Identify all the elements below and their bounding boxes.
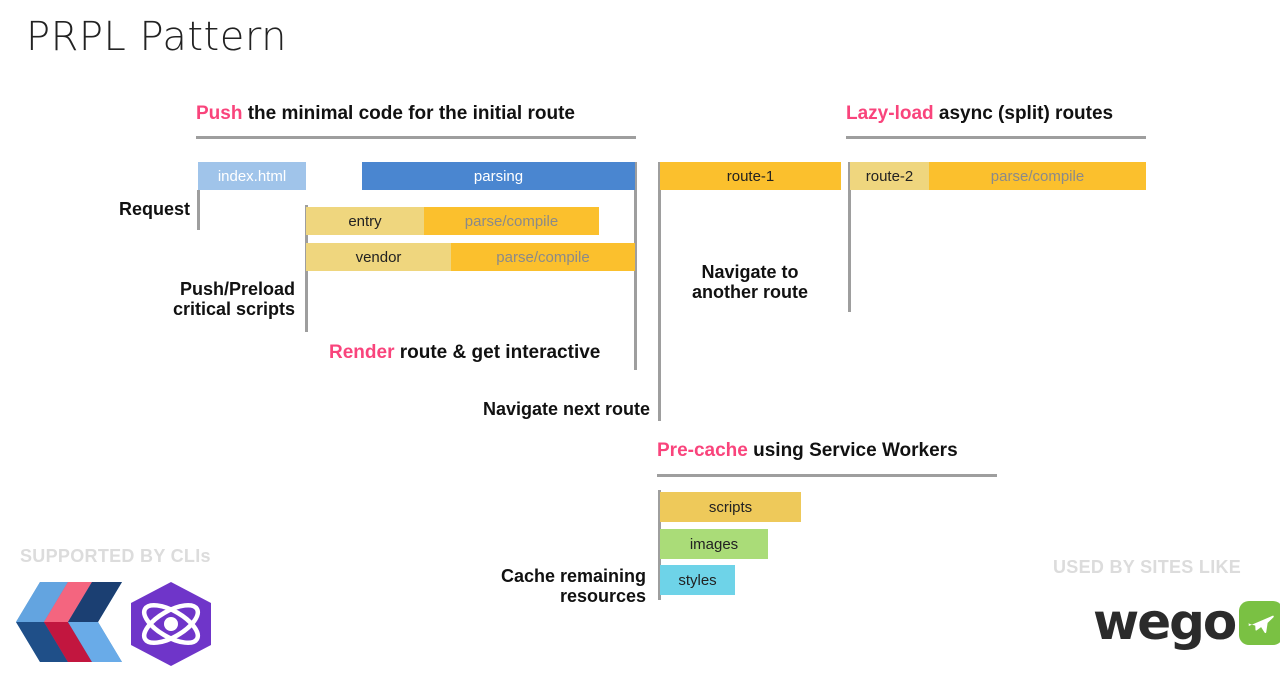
heading-push-keyword: Push xyxy=(196,103,243,124)
bar-vendor: vendor parse/compile xyxy=(306,243,635,271)
wego-logo: wego xyxy=(1093,593,1280,651)
label-navigate-next-route: Navigate next route xyxy=(482,399,650,419)
bar-segment-entry: entry xyxy=(306,207,424,235)
guide-line-navigate-next xyxy=(658,162,661,421)
guide-line-render xyxy=(634,162,637,370)
heading-push-rule xyxy=(196,136,636,139)
footer-caption-used-by-sites-like: USED BY SITES LIKE xyxy=(1053,557,1242,577)
heading-render: Render route & get interactive xyxy=(329,343,600,362)
bar-segment-route-2: route-2 xyxy=(850,162,929,190)
heading-pre-cache: Pre-cache using Service Workers xyxy=(657,441,958,460)
bar-segment-vendor-parse-compile: parse/compile xyxy=(451,243,635,271)
heading-precache-rule xyxy=(657,474,997,477)
guide-line-cache-remaining xyxy=(658,490,661,600)
bar-segment-index-html: index.html xyxy=(198,162,306,190)
heading-lazy-keyword: Lazy-load xyxy=(846,103,934,124)
bar-index-html: index.html xyxy=(198,162,306,190)
heading-lazy-rest: async (split) routes xyxy=(933,103,1114,124)
heading-lazy-load: Lazy-load async (split) routes xyxy=(846,104,1113,123)
bar-segment-styles: styles xyxy=(660,565,735,595)
heading-precache-keyword: Pre-cache xyxy=(657,440,748,461)
heading-render-rest: route & get interactive xyxy=(394,342,601,363)
wego-plane-badge-icon xyxy=(1239,600,1280,645)
bar-images: images xyxy=(660,529,768,559)
heading-push-rest: the minimal code for the initial route xyxy=(242,103,575,124)
heading-render-keyword: Render xyxy=(329,342,395,363)
bar-segment-scripts: scripts xyxy=(660,492,801,522)
bar-segment-route-1: route-1 xyxy=(660,162,841,190)
bar-styles: styles xyxy=(660,565,735,595)
bar-scripts: scripts xyxy=(660,492,801,522)
footer-caption-supported-by-clis: SUPPORTED BY CLIs xyxy=(20,546,211,566)
bar-segment-route-2-parse-compile: parse/compile xyxy=(929,162,1146,190)
bar-segment-entry-parse-compile: parse/compile xyxy=(424,207,599,235)
bar-segment-vendor: vendor xyxy=(306,243,451,271)
heading-precache-rest: using Service Workers xyxy=(747,440,958,461)
bar-entry: entry parse/compile xyxy=(306,207,599,235)
guide-line-request xyxy=(197,190,200,230)
label-push-preload: Push/Preload critical scripts xyxy=(172,279,295,320)
bar-segment-parsing: parsing xyxy=(362,162,635,190)
label-cache-remaining-resources: Cache remaining resources xyxy=(500,566,646,607)
bar-parsing: parsing xyxy=(362,162,635,190)
bar-segment-images: images xyxy=(660,529,768,559)
polymer-logo-icon xyxy=(16,582,122,662)
guide-line-navigate-another xyxy=(848,162,851,312)
label-navigate-another-route: Navigate to another route xyxy=(691,262,808,303)
label-request: Request xyxy=(118,199,190,219)
page-title: PRPL Pattern xyxy=(26,14,287,60)
bar-route-2: route-2 parse/compile xyxy=(850,162,1146,190)
bar-route-1: route-1 xyxy=(660,162,841,190)
heading-lazy-rule xyxy=(846,136,1146,139)
heading-push: Push the minimal code for the initial ro… xyxy=(196,104,575,123)
wego-wordmark: wego xyxy=(1093,593,1237,651)
preact-logo-icon xyxy=(126,580,216,668)
